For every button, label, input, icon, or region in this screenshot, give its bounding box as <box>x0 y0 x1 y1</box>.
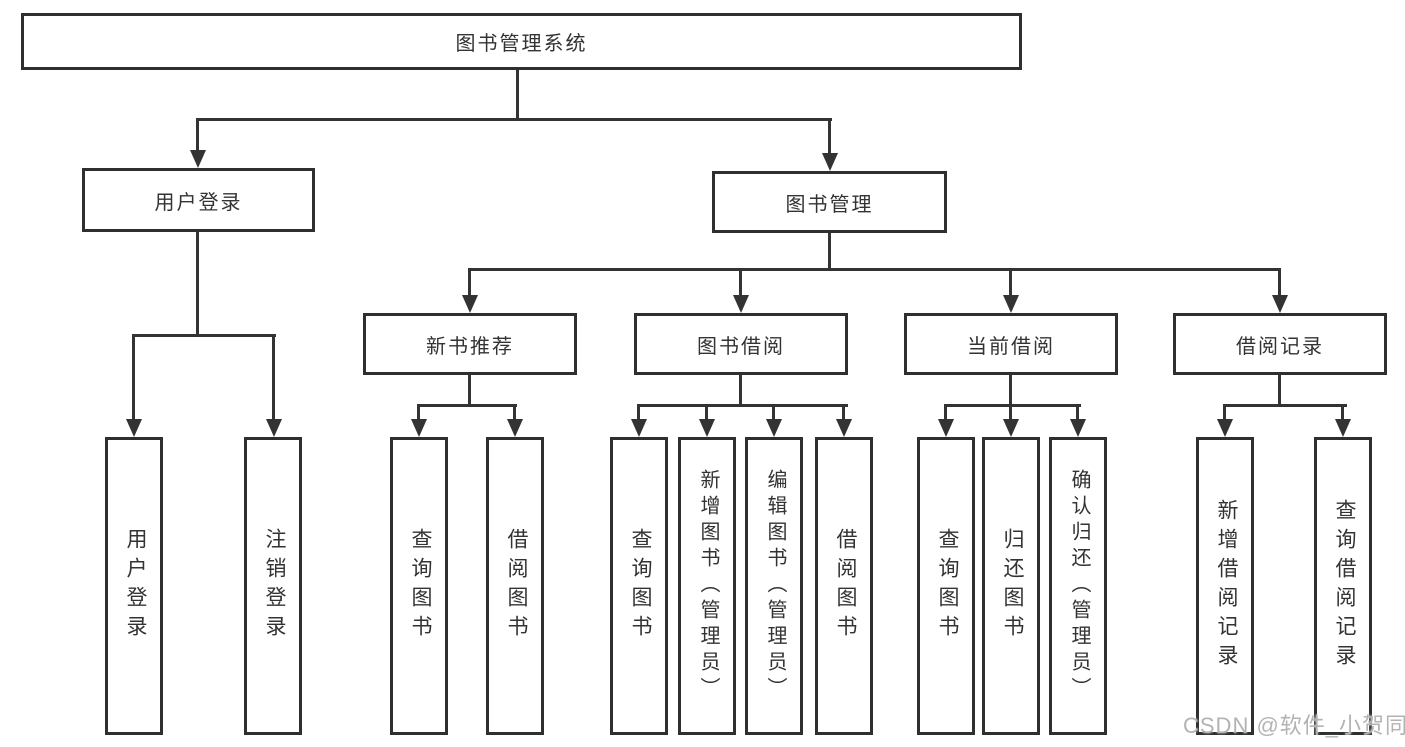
arrow-down-icon <box>1217 419 1233 437</box>
connector-line <box>1009 375 1012 406</box>
connector-line <box>1009 404 1012 421</box>
arrow-down-icon <box>1272 295 1288 313</box>
arrow-down-icon <box>1003 295 1019 313</box>
arrow-down-icon <box>938 419 954 437</box>
node-library-management-system: 图书管理系统 <box>21 13 1022 70</box>
leaf-query-books: 查询图书 <box>610 437 668 735</box>
node-new-book-recommend: 新书推荐 <box>363 313 577 375</box>
connector-line <box>513 404 516 421</box>
arrow-down-icon <box>266 419 282 437</box>
connector-line <box>272 334 275 421</box>
arrow-down-icon <box>836 419 852 437</box>
leaf-borrow-books: 借阅图书 <box>815 437 873 735</box>
leaf-add-books-admin: 新增图书（管理员） <box>678 437 736 735</box>
connector-line <box>739 375 742 406</box>
connector-line <box>417 404 517 407</box>
connector-line <box>1278 268 1281 297</box>
connector-line <box>944 404 1081 407</box>
node-borrowing-records: 借阅记录 <box>1173 313 1387 375</box>
leaf-return-books: 归还图书 <box>982 437 1040 735</box>
leaf-add-borrow-record: 新增借阅记录 <box>1196 437 1254 735</box>
connector-line <box>516 70 519 120</box>
leaf-query-borrow-record: 查询借阅记录 <box>1314 437 1372 735</box>
connector-line <box>1223 404 1347 407</box>
arrow-down-icon <box>190 150 206 168</box>
connector-line <box>637 404 848 407</box>
leaf-confirm-return-admin: 确认归还（管理员） <box>1049 437 1107 735</box>
connector-line <box>1076 404 1079 421</box>
connector-line <box>417 404 420 421</box>
connector-line <box>132 334 135 421</box>
arrow-down-icon <box>699 419 715 437</box>
leaf-logout: 注销登录 <box>244 437 302 735</box>
node-book-management: 图书管理 <box>712 171 947 233</box>
node-book-borrowing: 图书借阅 <box>634 313 848 375</box>
connector-line <box>468 268 471 297</box>
connector-line <box>772 404 775 421</box>
csdn-watermark: CSDN @软件_小贺同学 <box>1183 713 1405 738</box>
connector-line <box>944 404 947 421</box>
arrow-down-icon <box>507 419 523 437</box>
connector-line <box>705 404 708 421</box>
connector-line <box>1278 375 1281 406</box>
leaf-edit-books-admin: 编辑图书（管理员） <box>745 437 803 735</box>
connector-line <box>1223 404 1226 421</box>
arrow-down-icon <box>1335 419 1351 437</box>
connector-line <box>468 268 1281 271</box>
connector-line <box>1341 404 1344 421</box>
arrow-down-icon <box>126 419 142 437</box>
arrow-down-icon <box>462 295 478 313</box>
connector-line <box>196 118 199 152</box>
connector-line <box>1009 268 1012 297</box>
connector-line <box>132 334 276 337</box>
connector-line <box>637 404 640 421</box>
leaf-user-login: 用户登录 <box>105 437 163 735</box>
node-current-borrowing: 当前借阅 <box>904 313 1118 375</box>
connector-line <box>468 375 471 406</box>
leaf-query-books: 查询图书 <box>390 437 448 735</box>
leaf-borrow-books: 借阅图书 <box>486 437 544 735</box>
arrow-down-icon <box>1003 419 1019 437</box>
arrow-down-icon <box>766 419 782 437</box>
connector-line <box>828 233 831 270</box>
leaf-query-books: 查询图书 <box>917 437 975 735</box>
arrow-down-icon <box>1070 419 1086 437</box>
arrow-down-icon <box>733 295 749 313</box>
arrow-down-icon <box>822 153 838 171</box>
connector-line <box>739 268 742 297</box>
connector-line <box>828 118 831 155</box>
connector-line <box>842 404 845 421</box>
arrow-down-icon <box>411 419 427 437</box>
connector-line <box>196 232 199 336</box>
connector-line <box>197 118 832 121</box>
node-user-login: 用户登录 <box>82 168 315 232</box>
arrow-down-icon <box>631 419 647 437</box>
